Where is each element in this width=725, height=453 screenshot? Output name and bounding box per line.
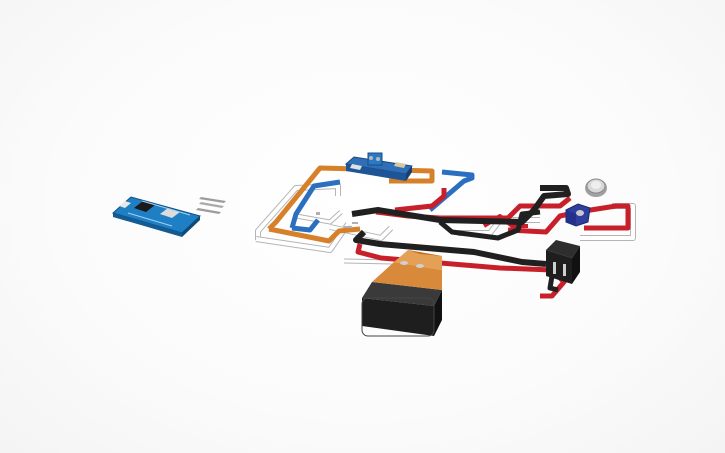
potentiometer-dial[interactable] [585,178,607,197]
terminal-block-icon [367,152,383,166]
battery-terminal-positive-icon [400,261,408,265]
blue-component[interactable] [565,203,591,227]
battery-terminal-negative-icon [416,264,424,268]
resistor-icon [394,162,406,168]
dc-barrel-jack[interactable] [546,240,580,284]
arduino-nano-board[interactable] [111,196,201,237]
usb-port-icon [119,201,131,208]
battery-9v[interactable] [361,250,442,337]
blue-wire[interactable] [289,169,475,233]
relay-module[interactable] [344,152,413,181]
small-grey-parts [316,212,358,228]
black-wires[interactable] [351,185,571,293]
header-pins[interactable] [196,197,226,214]
